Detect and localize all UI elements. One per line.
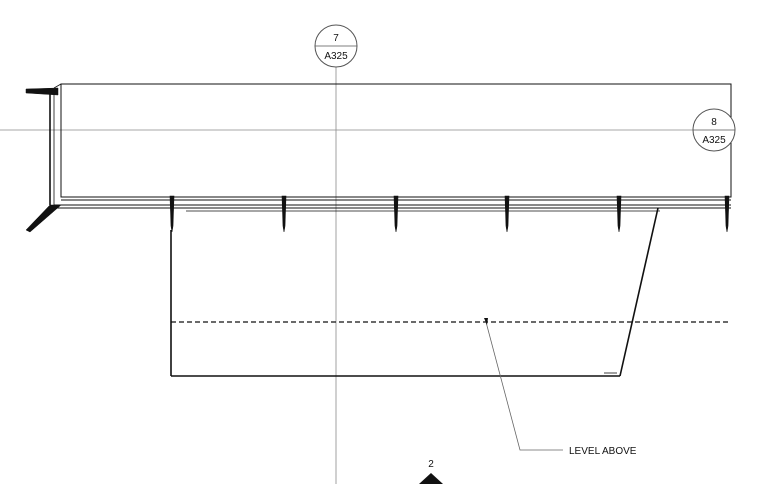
annotation-text: LEVEL ABOVE xyxy=(569,446,637,457)
left-edge-detail xyxy=(25,83,62,233)
hanger xyxy=(393,195,399,233)
elevation-marker[interactable]: 2 xyxy=(419,459,443,484)
leader-line xyxy=(485,321,563,451)
hanger xyxy=(169,195,175,233)
section-tag-7[interactable]: 7 A325 xyxy=(314,24,358,68)
section-tag-sheet: A325 xyxy=(702,135,726,146)
coping-line xyxy=(53,83,62,89)
hanger xyxy=(616,195,622,233)
roof-slab xyxy=(60,83,732,201)
section-tag-number: 8 xyxy=(711,117,717,128)
hanger xyxy=(504,195,510,233)
slab-outline xyxy=(60,83,732,198)
triangle-up-icon xyxy=(419,473,443,484)
lower-soffit xyxy=(170,207,659,377)
fascia-beam xyxy=(54,204,731,212)
hanger xyxy=(724,195,730,233)
elevation-marker-label: 2 xyxy=(428,459,434,470)
flashing-cap xyxy=(25,87,59,96)
section-tag-number: 7 xyxy=(333,33,339,44)
grid-lines xyxy=(0,66,693,484)
annotation-leader xyxy=(484,318,563,451)
section-tag-8[interactable]: 8 A325 xyxy=(692,108,736,152)
hanger xyxy=(281,195,287,233)
section-tag-sheet: A325 xyxy=(324,51,348,62)
leader-arrowhead xyxy=(484,318,488,325)
soffit-sloped-edge xyxy=(619,207,659,377)
hangers xyxy=(169,195,730,233)
edge-sweep xyxy=(25,204,62,233)
